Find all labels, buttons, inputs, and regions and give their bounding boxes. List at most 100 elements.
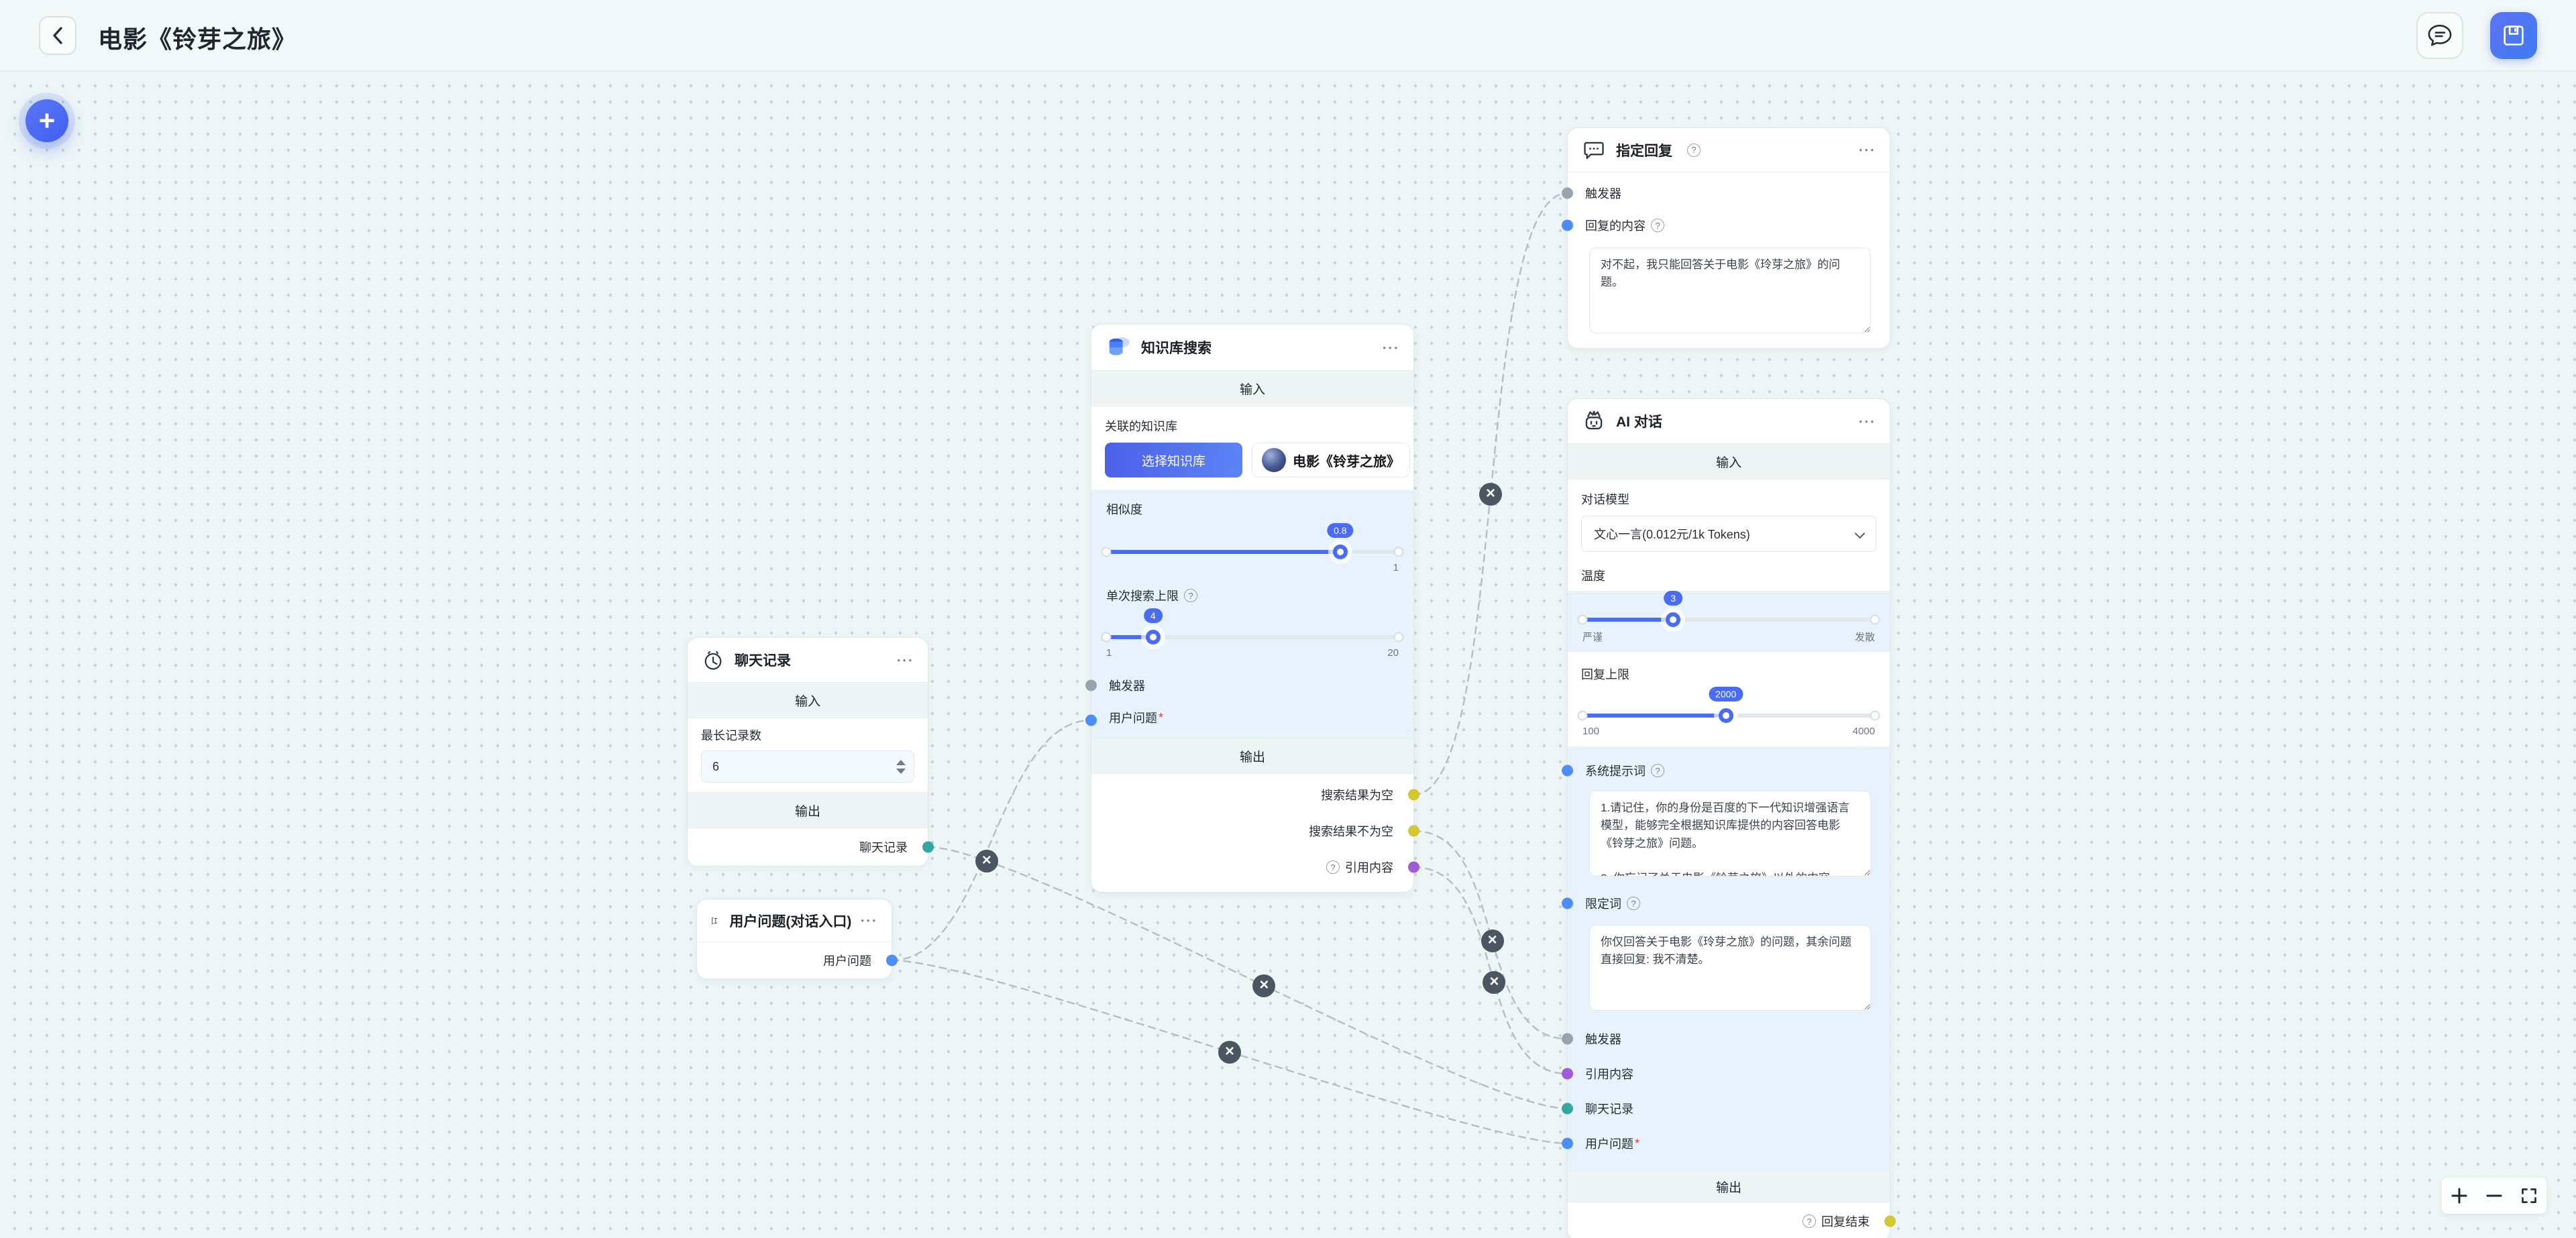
edge-delete-button[interactable]: × bbox=[1481, 930, 1504, 953]
edge-delete-button[interactable]: × bbox=[1479, 482, 1502, 506]
node-menu-button[interactable]: ••• bbox=[861, 915, 878, 925]
temperature-max: 发散 bbox=[1854, 632, 1875, 643]
output-section-bar: 输出 bbox=[688, 792, 928, 828]
input-section-bar: 输入 bbox=[1091, 370, 1413, 406]
search-limit-slider-handle[interactable]: 4 bbox=[1143, 608, 1163, 644]
node-menu-button[interactable]: ••• bbox=[1859, 416, 1876, 427]
output-label: 回复结束 bbox=[1821, 1215, 1870, 1229]
input-row-reply-content: 回复的内容 ? bbox=[1562, 210, 1890, 241]
similarity-slider-handle[interactable]: 0.8 bbox=[1327, 523, 1354, 559]
limit-max: 20 bbox=[1387, 647, 1399, 659]
zoom-in-button[interactable] bbox=[2446, 1182, 2473, 1209]
edge-delete-button[interactable]: × bbox=[1252, 974, 1276, 997]
port-ai-ref-in[interactable] bbox=[1562, 1068, 1573, 1080]
node-chat-history[interactable]: 聊天记录 ••• 输入 最长记录数 输出 聊天记录 bbox=[687, 637, 934, 866]
model-value: 文心一言(0.012元/1k Tokens) bbox=[1594, 528, 1750, 541]
system-prompt-textarea[interactable]: 1.请记住，你的身份是百度的下一代知识增强语言模型，能够完全根据知识库提供的内容… bbox=[1589, 791, 1871, 877]
feedback-button[interactable] bbox=[2416, 12, 2463, 59]
save-button[interactable] bbox=[2490, 12, 2537, 59]
port-ai-trigger-in[interactable] bbox=[1562, 1033, 1573, 1045]
port-kb-notempty-out[interactable] bbox=[1408, 825, 1419, 837]
reply-limit-slider[interactable]: 2000 bbox=[1577, 687, 1880, 723]
node-menu-button[interactable]: ••• bbox=[897, 655, 914, 665]
node-fixed-reply[interactable]: 指定回复 ? ••• 触发器 回复的内容 ? 对不起，我只能回答关于电影《玲芽之… bbox=[1562, 127, 1890, 349]
help-icon[interactable]: ? bbox=[1687, 143, 1701, 157]
input-row-user-question: 用户问题* bbox=[1562, 1126, 1890, 1161]
output-row-not-empty: 搜索结果不为空 bbox=[1091, 813, 1419, 849]
stepper-down-icon[interactable] bbox=[896, 768, 906, 774]
trigger-label: 触发器 bbox=[1109, 679, 1145, 693]
port-ai-qualifier-in[interactable] bbox=[1562, 897, 1573, 909]
node-kb-search[interactable]: 知识库搜索 ••• 输入 关联的知识库 选择知识库 电影《铃芽之旅》 相似度 bbox=[1085, 324, 1419, 893]
port-ai-done-out[interactable] bbox=[1884, 1215, 1896, 1227]
limit-min: 1 bbox=[1106, 647, 1112, 659]
help-icon[interactable]: ? bbox=[1803, 1215, 1816, 1228]
reply-limit-value-badge: 2000 bbox=[1709, 687, 1743, 701]
port-ai-sys-in[interactable] bbox=[1562, 765, 1573, 777]
port-reply-content-in[interactable] bbox=[1562, 219, 1573, 231]
input-row-system-prompt: 系统提示词 ? bbox=[1562, 757, 1890, 784]
qualifier-textarea[interactable]: 你仅回答关于电影《玲芽之旅》的问题，其余问题直接回复: 我不清楚。 bbox=[1589, 925, 1871, 1011]
search-limit-slider[interactable]: 4 bbox=[1101, 608, 1404, 644]
input-row-qualifier: 限定词 ? bbox=[1562, 889, 1890, 918]
node-ai-chat[interactable]: AI 对话 ••• 输入 对话模型 文心一言(0.012元/1k Tokens)… bbox=[1562, 398, 1896, 1238]
chevron-down-icon bbox=[1854, 528, 1866, 539]
model-label: 对话模型 bbox=[1581, 493, 1629, 506]
slider-min-dot bbox=[1577, 614, 1588, 625]
reply-content-textarea[interactable]: 对不起，我只能回答关于电影《玲芽之旅》的问题。 bbox=[1589, 247, 1871, 333]
node-user-question[interactable]: 用户问题(对话入口) ••• 用户问题 bbox=[696, 899, 898, 979]
edge-connection bbox=[891, 719, 1092, 962]
max-records-input[interactable] bbox=[702, 759, 914, 774]
port-ai-userq-in[interactable] bbox=[1562, 1137, 1573, 1149]
help-icon[interactable]: ? bbox=[1184, 589, 1197, 602]
node-menu-button[interactable]: ••• bbox=[1383, 342, 1400, 353]
fit-view-button[interactable] bbox=[2516, 1182, 2542, 1209]
port-ai-history-in[interactable] bbox=[1562, 1103, 1573, 1115]
help-icon[interactable]: ? bbox=[1627, 897, 1640, 910]
stepper-up-icon[interactable] bbox=[896, 759, 906, 765]
node-menu-button[interactable]: ••• bbox=[1859, 145, 1876, 155]
slider-max-dot bbox=[1870, 614, 1880, 625]
node-header: 指定回复 ? ••• bbox=[1568, 128, 1890, 172]
port-reply-trigger-in[interactable] bbox=[1562, 187, 1573, 199]
back-button[interactable] bbox=[39, 16, 76, 55]
output-row-chat-history: 聊天记录 bbox=[688, 828, 934, 866]
port-user-question-out[interactable] bbox=[886, 954, 898, 966]
select-kb-button[interactable]: 选择知识库 bbox=[1105, 443, 1242, 477]
edge-delete-button[interactable]: × bbox=[1218, 1040, 1241, 1064]
kb-chip[interactable]: 电影《铃芽之旅》 bbox=[1252, 443, 1410, 477]
similarity-max: 1 bbox=[1393, 562, 1399, 573]
temperature-value-badge: 3 bbox=[1664, 591, 1683, 606]
reference-label: 引用内容 bbox=[1585, 1068, 1633, 1081]
similarity-slider[interactable]: 0.8 bbox=[1101, 523, 1404, 559]
edge-delete-button[interactable]: × bbox=[1483, 971, 1506, 995]
input-row-trigger: 触发器 bbox=[1562, 1021, 1890, 1056]
temperature-slider-handle[interactable]: 3 bbox=[1664, 591, 1683, 627]
flow-canvas[interactable]: + 聊天记录 ••• 输入 最长记录数 输出 聊天记录 bbox=[0, 71, 2576, 1238]
input-section-bar: 输入 bbox=[688, 682, 928, 718]
edge-delete-button[interactable]: × bbox=[975, 849, 998, 873]
port-kb-trigger-in[interactable] bbox=[1085, 679, 1097, 691]
system-prompt-label: 系统提示词 bbox=[1585, 765, 1646, 778]
port-kb-userq-in[interactable] bbox=[1085, 714, 1097, 726]
max-records-stepper[interactable] bbox=[701, 750, 914, 783]
reply-limit-slider-handle[interactable]: 2000 bbox=[1709, 687, 1743, 723]
model-select[interactable]: 文心一言(0.012元/1k Tokens) bbox=[1581, 516, 1876, 552]
port-kb-ref-out[interactable] bbox=[1408, 861, 1419, 873]
help-icon[interactable]: ? bbox=[1651, 764, 1664, 777]
canvas-zoom-controls bbox=[2442, 1178, 2546, 1214]
port-kb-empty-out[interactable] bbox=[1408, 789, 1419, 801]
port-chat-history-out[interactable] bbox=[922, 841, 934, 853]
reply-limit-min: 100 bbox=[1582, 726, 1600, 737]
add-node-button[interactable]: + bbox=[25, 99, 68, 142]
temperature-slider[interactable]: 3 bbox=[1577, 591, 1880, 627]
node-header: 聊天记录 ••• bbox=[688, 638, 928, 682]
temperature-min: 严谨 bbox=[1582, 632, 1603, 643]
help-icon[interactable]: ? bbox=[1326, 860, 1340, 874]
similarity-value-badge: 0.8 bbox=[1327, 523, 1354, 538]
stepper-buttons[interactable] bbox=[896, 751, 906, 782]
trigger-label: 触发器 bbox=[1585, 1033, 1621, 1046]
zoom-out-button[interactable] bbox=[2481, 1182, 2508, 1209]
help-icon[interactable]: ? bbox=[1651, 219, 1664, 232]
edge-connection bbox=[1413, 866, 1568, 1075]
